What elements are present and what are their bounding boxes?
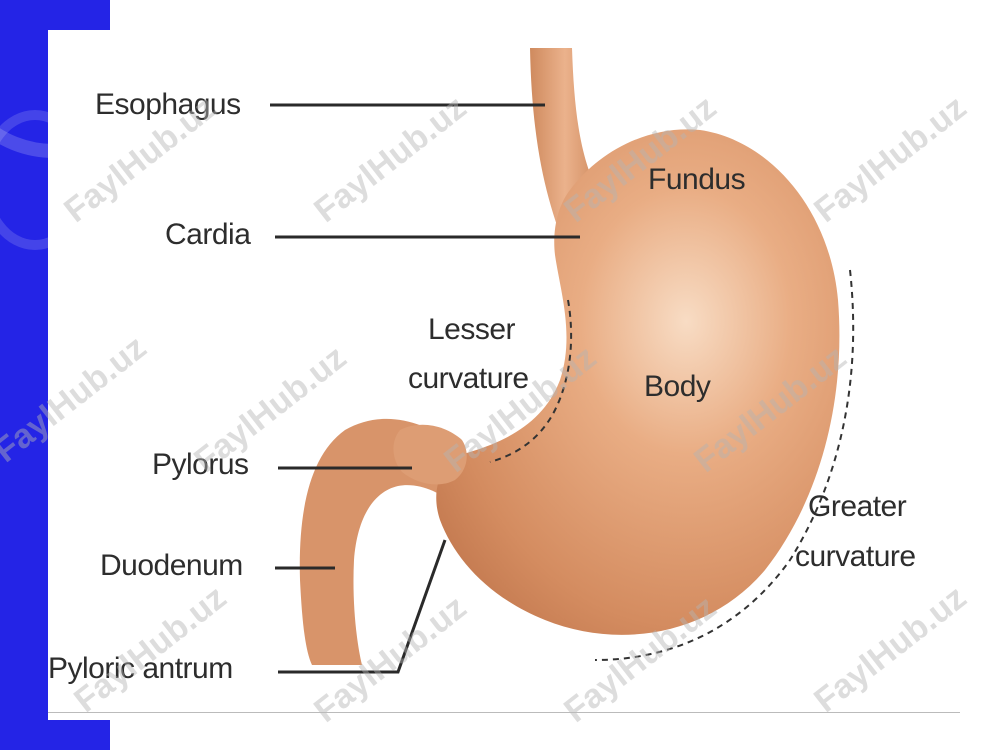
label-greater-curvature-line2: curvature: [795, 540, 916, 573]
label-pyloric-antrum: Pyloric antrum: [48, 652, 233, 685]
pyloric-antrum-leader: [278, 539, 447, 674]
label-duodenum: Duodenum: [100, 549, 243, 582]
label-esophagus: Esophagus: [95, 88, 241, 121]
label-body: Body: [644, 370, 711, 403]
slide-bottom-rule: [48, 712, 960, 713]
pylorus-shape: [393, 424, 467, 485]
lesser-curvature-dash: [489, 299, 573, 463]
label-fundus: Fundus: [648, 163, 746, 196]
label-lesser-curvature-line2: curvature: [408, 362, 529, 395]
greater-curvature-dash: [594, 269, 855, 661]
label-cardia: Cardia: [165, 218, 251, 251]
label-pylorus: Pylorus: [152, 448, 249, 481]
label-greater-curvature-line1: Greater: [808, 490, 907, 523]
stomach-body-shape: [436, 129, 840, 635]
label-lesser-curvature-line1: Lesser: [428, 313, 516, 346]
